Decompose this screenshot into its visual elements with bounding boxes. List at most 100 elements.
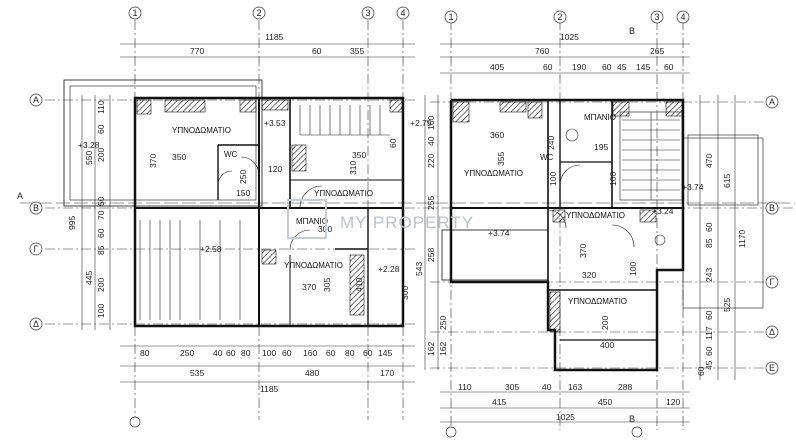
dim: 200 — [96, 278, 106, 292]
level-mark: +2.58 — [200, 244, 222, 254]
room-label: ΥΠΝΟΔΩΜΑΤΙΟ — [284, 261, 343, 270]
room-label: ΥΠΝΟΔΩΜΑΤΙΟ — [172, 126, 231, 135]
room-dim: 120 — [268, 164, 282, 174]
dim: 80 — [345, 348, 355, 358]
room-dim: 350 — [352, 150, 366, 160]
dim: 60 — [696, 366, 706, 376]
room-label: ΥΠΝΟΔΩΜΑΤΙΟ — [568, 297, 627, 306]
axis-label-1-right: 1 — [448, 12, 453, 22]
dim: 160 — [303, 348, 317, 358]
dim: 760 — [535, 46, 549, 56]
dim: 60 — [704, 222, 714, 232]
dim: 190 — [572, 62, 586, 72]
dim: 450 — [598, 397, 612, 407]
dim: 250 — [438, 316, 448, 330]
room-dim: 320 — [582, 270, 596, 280]
room-dim: 150 — [236, 188, 250, 198]
dim: 85 — [704, 238, 714, 248]
room-label: ΥΠΝΟΔΩΜΑΤΙΟ — [566, 211, 625, 220]
level-mark: +3.53 — [264, 118, 286, 128]
room-label: WC — [540, 153, 554, 162]
room-dim: 100 — [608, 172, 618, 186]
room-dim: 310 — [348, 161, 358, 175]
dim: 60 — [363, 348, 373, 358]
dim: 170 — [380, 368, 394, 378]
dim: 258 — [426, 248, 436, 262]
room-dim: 370 — [148, 154, 158, 168]
section-mark-a: A — [17, 191, 23, 201]
dim: 255 — [426, 196, 436, 210]
room-label: ΜΠΑΝΙΟ — [296, 217, 328, 226]
dim: 480 — [305, 368, 319, 378]
dim: 543 — [414, 262, 424, 276]
dim: 60 — [602, 62, 612, 72]
dim: 243 — [704, 268, 714, 282]
dim: 770 — [190, 46, 204, 56]
level-mark: +2.28 — [378, 264, 400, 274]
dim: 45 — [704, 360, 714, 370]
dim: 250 — [180, 348, 194, 358]
room-dim: 360 — [490, 130, 504, 140]
dim: 1025 — [560, 32, 579, 42]
dim: 1170 — [737, 229, 747, 248]
dim: 60 — [312, 46, 322, 56]
axis-label-3-right: 3 — [654, 12, 659, 22]
axis-label-d: Δ — [33, 319, 39, 329]
dim: 200 — [96, 148, 106, 162]
axis-label-4-right: 4 — [680, 12, 685, 22]
dim: 120 — [666, 397, 680, 407]
room-label: ΜΠΑΝΙΟ — [584, 113, 616, 122]
dim: 100 — [96, 304, 106, 318]
room-dim: 370 — [578, 244, 588, 258]
dim: 405 — [490, 62, 504, 72]
dim: 265 — [650, 46, 664, 56]
dim: 470 — [704, 154, 714, 168]
level-mark: +3.24 — [652, 206, 674, 216]
dim: 220 — [426, 154, 436, 168]
right-dimensions: 1025 760 265 405 60 190 60 45 145 60 110… — [414, 32, 747, 422]
left-room-labels: ΥΠΝΟΔΩΜΑΤΙΟ ΥΠΝΟΔΩΜΑΤΙΟ ΜΠΑΝΙΟ ΥΠΝΟΔΩΜΑΤ… — [172, 126, 373, 270]
dim: 80 — [140, 348, 150, 358]
dim: 550 — [84, 151, 94, 165]
room-dim: 100 — [548, 172, 558, 186]
room-dim: 400 — [600, 340, 614, 350]
dim: 50 — [96, 196, 106, 206]
room-dim: 200 — [600, 316, 610, 330]
axis-label-d-right: Δ — [769, 327, 775, 337]
room-dim: 100 — [628, 262, 638, 276]
dim: 1185 — [260, 384, 279, 394]
dim: 305 — [505, 382, 519, 392]
dim: 445 — [84, 271, 94, 285]
room-label: ΥΠΝΟΔΩΜΑΤΙΟ — [314, 189, 373, 198]
level-mark: +2.75 — [410, 118, 432, 128]
room-dim: 240 — [546, 136, 556, 150]
axis-label-2-right: 2 — [557, 12, 562, 22]
level-mark: +3.74 — [488, 228, 510, 238]
room-dim: 355 — [496, 152, 506, 166]
room-dim: 305 — [322, 278, 332, 292]
dim: 525 — [722, 298, 732, 312]
dim: 60 — [664, 62, 674, 72]
watermark: MY PROPERTY — [287, 199, 474, 239]
dim: 110 — [96, 100, 106, 114]
dim: 117 — [704, 326, 714, 340]
dim: 40 — [213, 348, 223, 358]
room-dim: 60 — [388, 138, 398, 148]
dim: 45 — [617, 62, 627, 72]
dim: 60 — [96, 228, 106, 238]
level-mark: +3.74 — [682, 182, 704, 192]
section-mark-b-bottom: B — [629, 414, 635, 424]
dim: 535 — [190, 368, 204, 378]
axis-label-3: 3 — [365, 8, 370, 18]
dim: 355 — [350, 46, 364, 56]
dim: 145 — [636, 62, 650, 72]
dim: 60 — [282, 348, 292, 358]
level-mark: +3.28 — [78, 140, 100, 150]
dim: 60 — [326, 348, 336, 358]
axis-label-a: A — [33, 95, 39, 105]
room-dim: 250 — [238, 170, 248, 184]
dim: 60 — [96, 124, 106, 134]
watermark-text: MY PROPERTY — [340, 213, 474, 232]
axis-label-b: B — [33, 203, 39, 213]
